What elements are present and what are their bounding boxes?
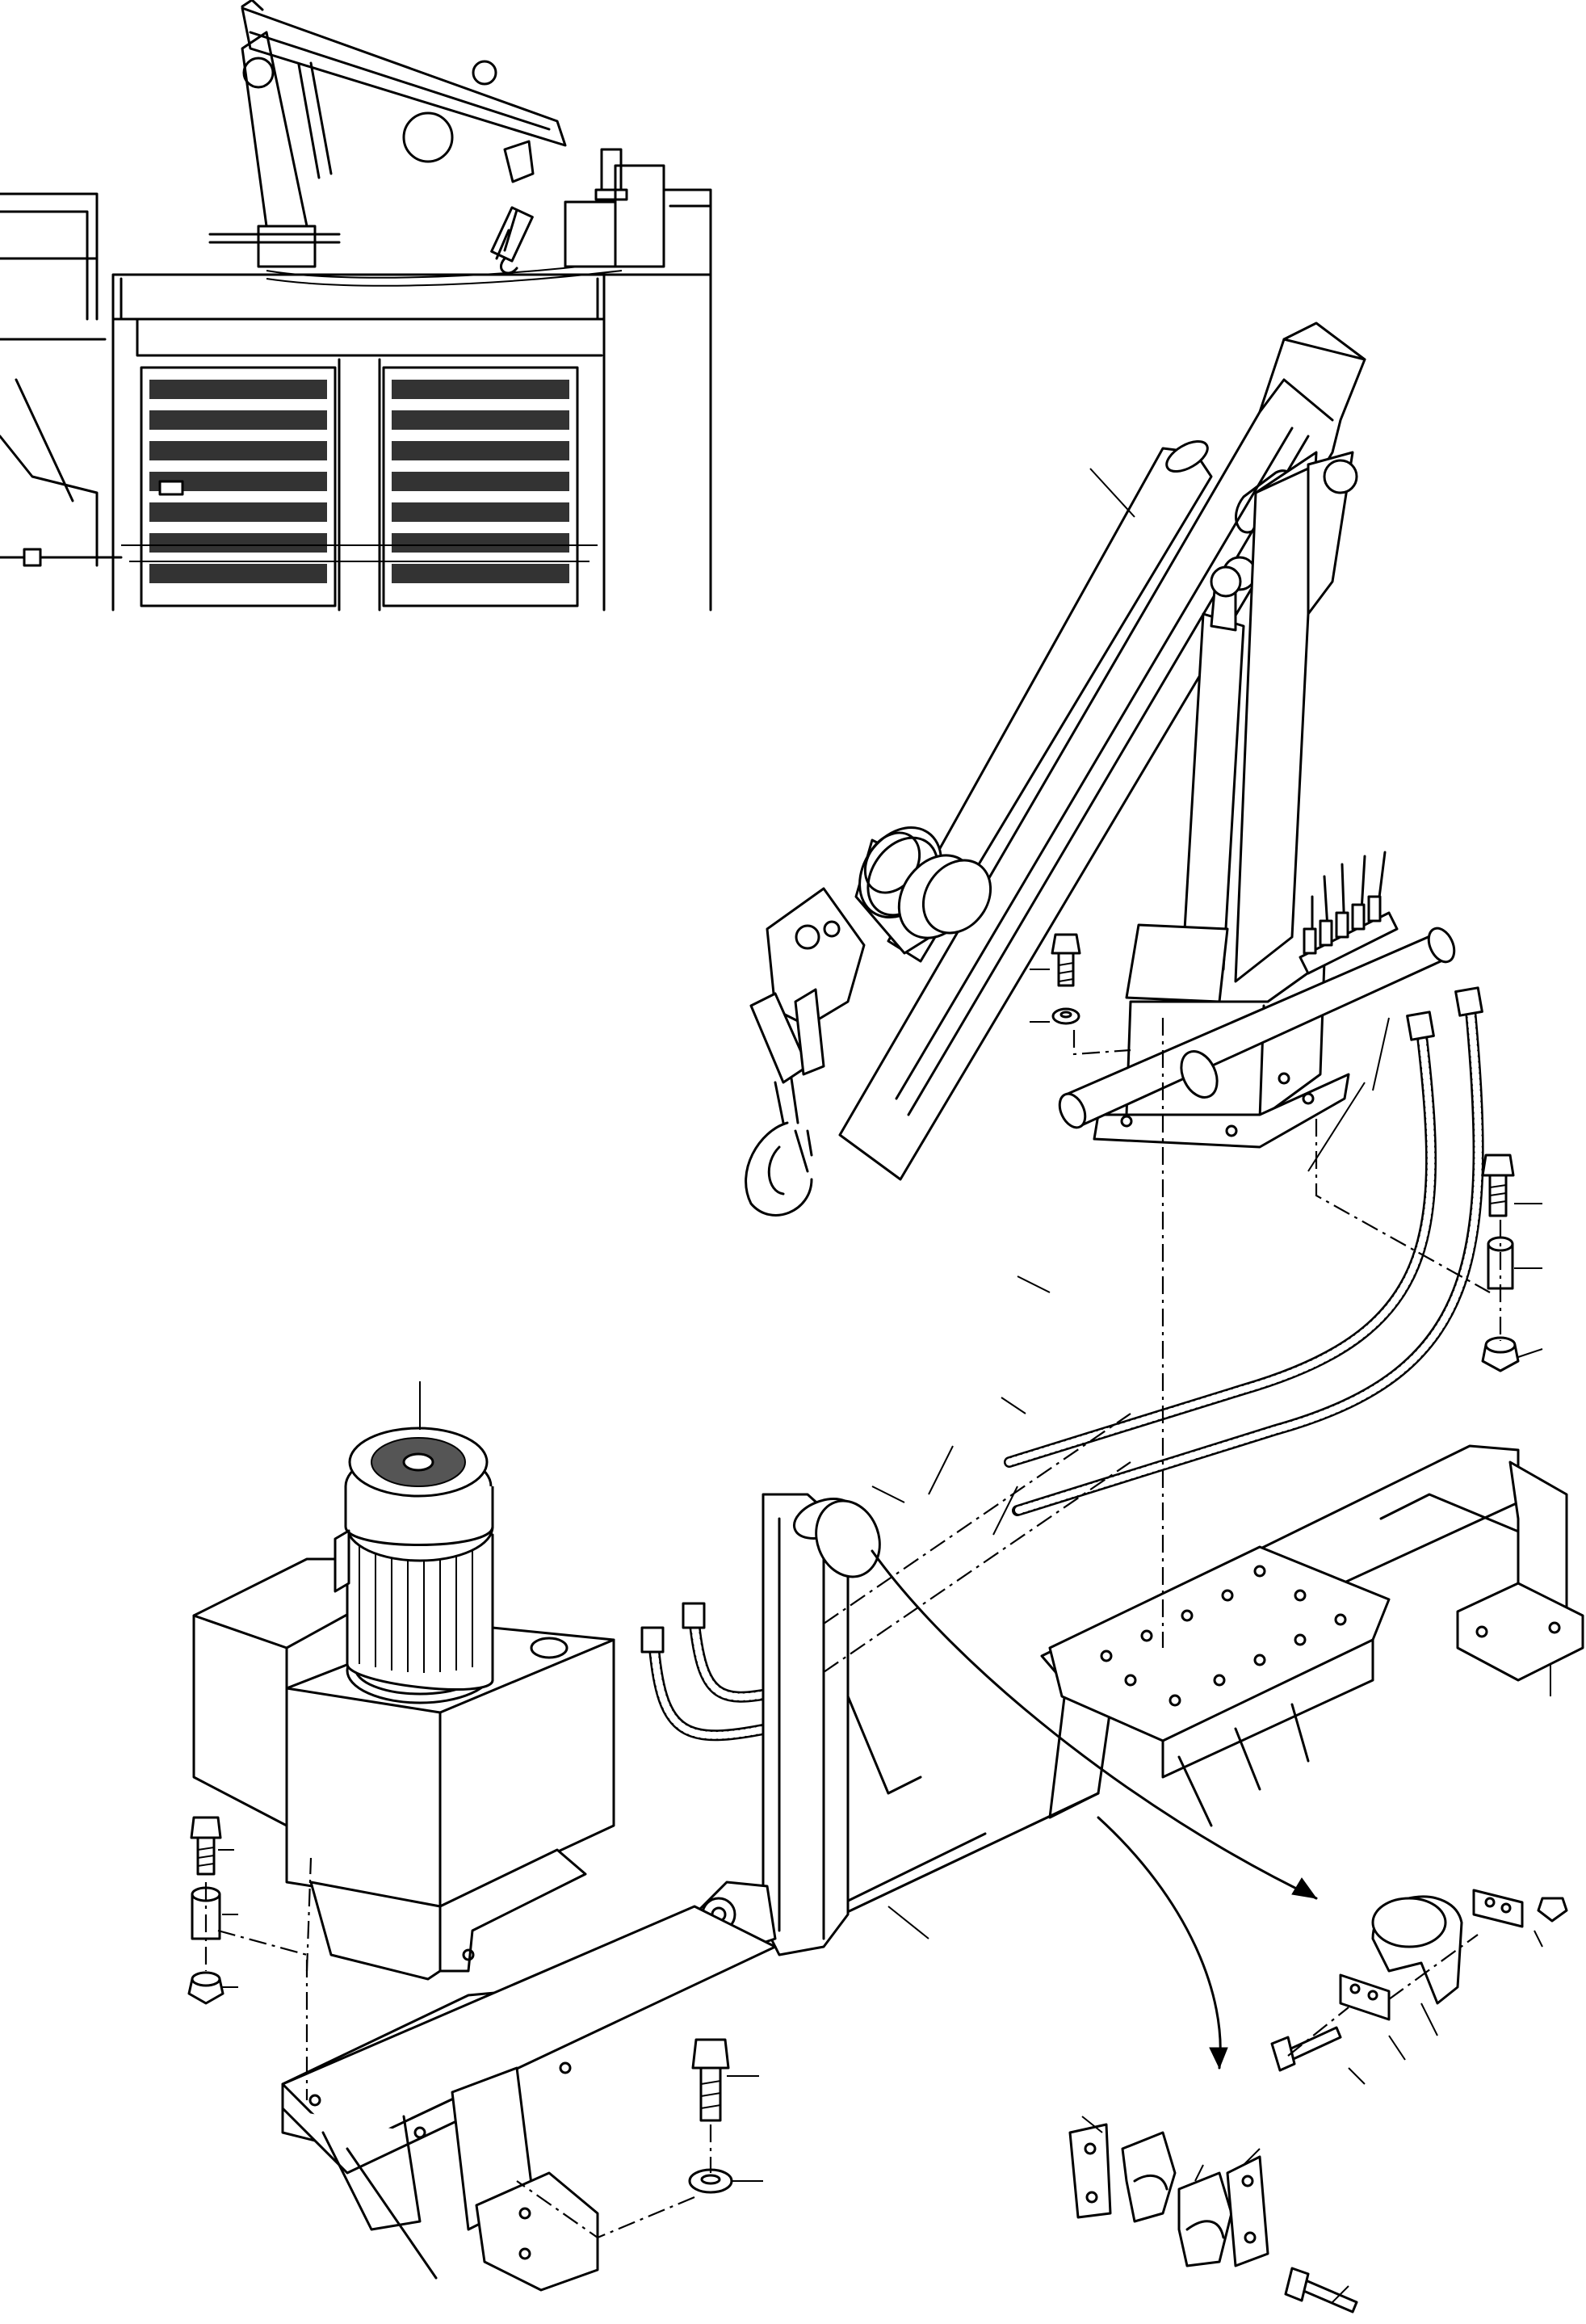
control-valve-block xyxy=(1300,852,1397,973)
winch-drum xyxy=(843,812,1005,953)
hose-clamp-assembly xyxy=(1272,1890,1567,2070)
nut-icon xyxy=(1538,1898,1567,1921)
hydraulic-hoses xyxy=(642,988,1482,1735)
washer-icon xyxy=(690,2170,732,2192)
crane-column xyxy=(1127,452,1357,1002)
bolt-icon xyxy=(693,2040,728,2120)
hose-fitting-icon xyxy=(683,1603,704,1628)
crane-boom xyxy=(840,323,1365,1179)
fasteners xyxy=(189,935,1567,2312)
hose-fitting-icon xyxy=(1456,988,1483,1015)
boom-tip-hook xyxy=(746,889,864,1215)
grille-label-plate xyxy=(160,481,183,494)
filler-cap-icon xyxy=(531,1638,567,1658)
frame-foot xyxy=(476,2173,598,2290)
clamp-parts xyxy=(1070,2124,1357,2312)
crane-assembly xyxy=(746,323,1459,1215)
hook-icon xyxy=(746,1123,812,1215)
radiator-grille-right xyxy=(384,368,577,606)
overview-step xyxy=(24,549,40,565)
pedestal-base-plate xyxy=(1094,1074,1349,1147)
bolt-icon xyxy=(191,1818,220,1874)
assembly-lines xyxy=(206,1018,1500,2238)
detail-arrow xyxy=(1098,1818,1220,2068)
overview-crane xyxy=(210,0,565,273)
machine-body xyxy=(0,190,711,610)
hydraulic-power-unit xyxy=(194,1428,614,1979)
callout-leaders xyxy=(218,469,1550,2302)
hose-fitting-icon xyxy=(642,1628,663,1652)
radiator-grille-left xyxy=(141,368,335,606)
overview-inset xyxy=(0,0,723,610)
base-frame xyxy=(283,1446,1583,2290)
overview-power-unit xyxy=(565,149,664,267)
detail-arrow xyxy=(872,1551,1316,1898)
bolt-icon xyxy=(1483,1155,1513,1216)
bolt-icon xyxy=(1052,935,1080,985)
hose-fitting-icon xyxy=(1408,1012,1434,1040)
crane-pedestal xyxy=(1055,924,1459,1147)
